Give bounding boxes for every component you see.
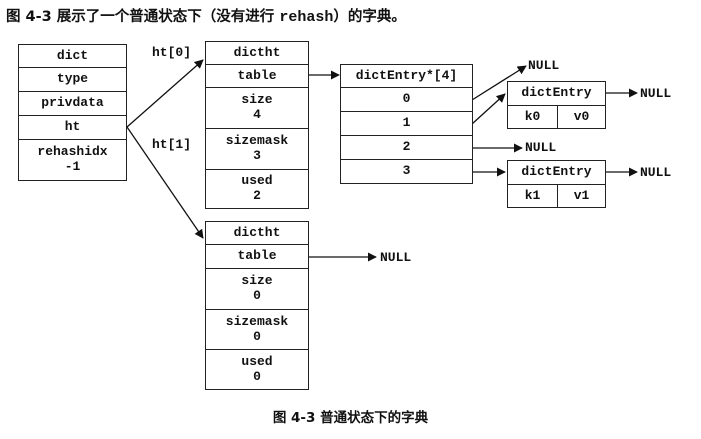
null-entry1-next: NULL [640, 165, 672, 180]
ht0-size-value: 4 [253, 107, 261, 122]
rehashidx-value: -1 [64, 159, 81, 174]
dict-title-cell: dict [18, 44, 127, 68]
dict-privdata-label: privdata [41, 95, 104, 111]
ht0-title-cell: dictht [205, 41, 309, 65]
bucket-3-label: 3 [402, 163, 411, 179]
entry0-title-cell: dictEntry [507, 81, 606, 106]
ht0-title: dictht [233, 44, 281, 60]
ht1-sizemask-value: 0 [253, 328, 261, 344]
ht1-title: dictht [233, 224, 281, 240]
ht0-sizemask-label: sizemask [225, 133, 289, 149]
heading-prefix: 图 4-3 展示了一个普通状态下（没有进行 [6, 9, 280, 25]
ht0-used-value: 2 [253, 188, 261, 203]
ht1-label: ht[1] [152, 137, 192, 152]
arrow-ht-to-ht1 [126, 126, 204, 239]
null-ht1-table: NULL [380, 250, 412, 265]
null-entry0-next: NULL [640, 86, 672, 101]
dict-title-label: dict [56, 47, 89, 63]
arrow-bucket0-to-null [471, 65, 527, 101]
dict-ht-label: ht [64, 119, 81, 135]
dict-type-label: type [56, 71, 89, 87]
entry1-title: dictEntry [521, 164, 592, 180]
ht0-size-label: size [241, 92, 273, 108]
bucket-3-cell: 3 [340, 159, 473, 184]
entry0-title: dictEntry [521, 85, 592, 101]
bucket-1-label: 1 [402, 115, 411, 131]
bucket-0-cell: 0 [340, 87, 473, 112]
bucket-1-cell: 1 [340, 111, 473, 136]
bucket-0-label: 0 [402, 91, 411, 107]
arrow-bucket1-to-entry0 [471, 93, 506, 125]
ht0-table-cell: table [205, 64, 309, 88]
arrow-ht-to-ht0 [126, 59, 204, 128]
entry0-key: k0 [524, 108, 541, 124]
heading-code: rehash [279, 9, 334, 26]
array-title-cell: dictEntry*[4] [340, 64, 473, 88]
dict-ht-cell: ht [18, 115, 127, 140]
ht0-sizemask-value: 3 [253, 148, 261, 163]
ht1-title-cell: dictht [205, 221, 309, 245]
dict-privdata-cell: privdata [18, 91, 127, 116]
array-title: dictEntry*[4] [355, 67, 458, 83]
entry0-value: v0 [573, 108, 590, 124]
ht1-used-label: used [241, 353, 273, 369]
entry0-key-cell: k0 [507, 105, 558, 129]
entry1-value-cell: v1 [557, 184, 606, 208]
ht0-label: ht[0] [152, 45, 192, 60]
dict-type-cell: type [18, 67, 127, 92]
entry1-value: v1 [573, 187, 590, 203]
entry1-key-cell: k1 [507, 184, 558, 208]
ht0-table: table [237, 67, 277, 83]
ht1-table-cell: table [205, 244, 309, 269]
entry1-key: k1 [524, 187, 541, 203]
heading-text: 图 4-3 展示了一个普通状态下（没有进行 rehash）的字典。 [6, 5, 406, 26]
dict-rehashidx-cell: rehashidx-1 [18, 139, 127, 181]
ht1-sizemask-label: sizemask [225, 313, 289, 329]
ht1-used-value: 0 [253, 368, 261, 384]
ht0-used-label: used [241, 173, 273, 189]
entry1-title-cell: dictEntry [507, 160, 606, 185]
ht1-table: table [237, 248, 277, 264]
bucket-2-cell: 2 [340, 135, 473, 160]
heading-suffix: ）的字典。 [333, 9, 406, 25]
ht1-size-value: 0 [253, 288, 261, 303]
ht1-size-label: size [241, 273, 273, 289]
figure-caption: 图 4-3 普通状态下的字典 [272, 410, 429, 426]
entry0-value-cell: v0 [557, 105, 606, 129]
bucket-2-label: 2 [402, 139, 411, 155]
rehashidx-label: rehashidx [37, 144, 108, 160]
null-bucket2: NULL [525, 140, 557, 155]
null-bucket0: NULL [528, 58, 560, 73]
